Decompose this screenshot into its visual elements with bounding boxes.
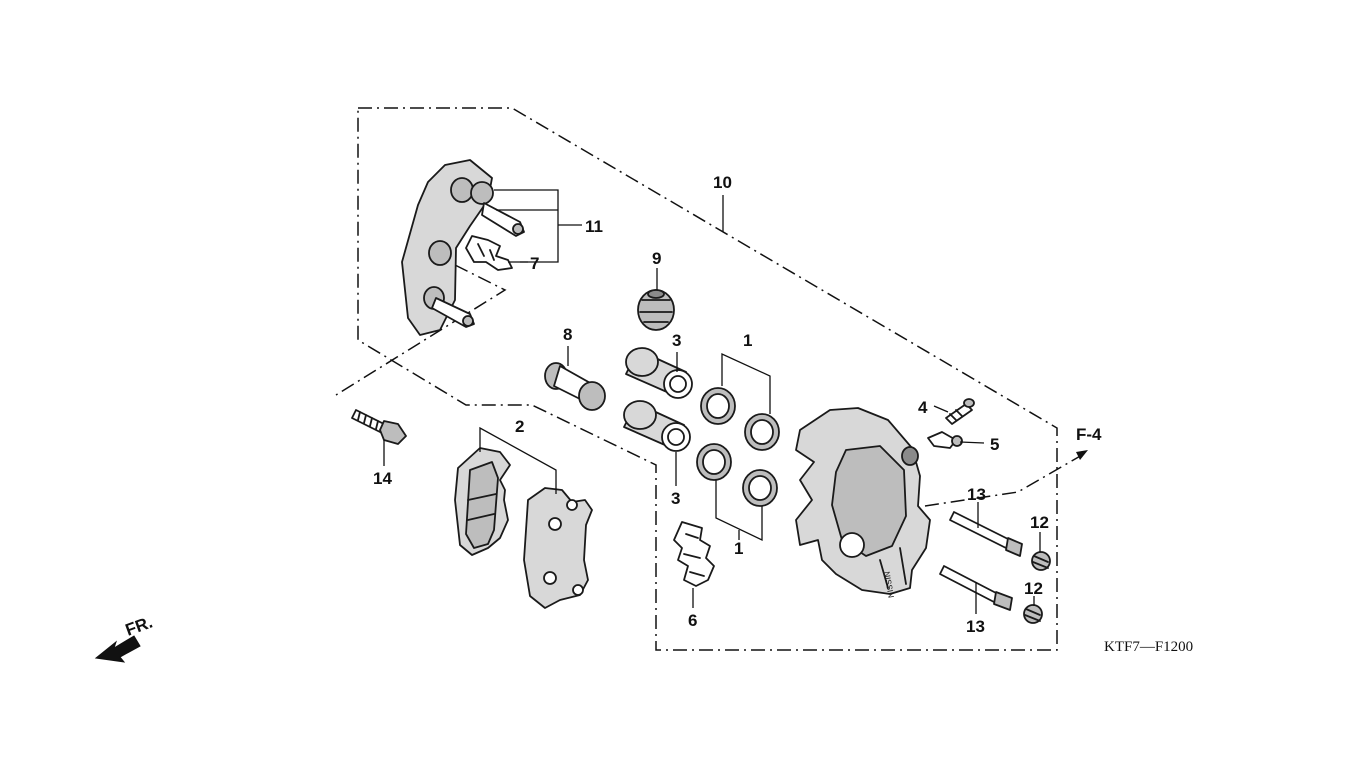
caliper-bracket: [401, 159, 525, 336]
brake-pad-set: [454, 447, 593, 609]
callout-7: 7: [530, 254, 539, 273]
direction-label: FR.: [123, 613, 155, 640]
caliper-pin-bolt: [544, 362, 606, 411]
bleeder-screw: [945, 398, 975, 425]
callout-3-upper: 3: [672, 331, 681, 350]
pad-spring: [673, 521, 715, 587]
reference-label: F-4: [1076, 425, 1102, 444]
callout-13-upper: 13: [967, 485, 986, 504]
callout-11: 11: [585, 217, 603, 236]
callout-14: 14: [373, 469, 392, 488]
plug-lower: [1023, 604, 1043, 624]
callout-4: 4: [918, 398, 928, 417]
callout-1-upper: 1: [743, 331, 752, 350]
bracket-outline: [335, 264, 507, 396]
front-direction-arrow: [94, 635, 141, 663]
bracket-pad-spring: [465, 235, 513, 271]
callout-10: 10: [713, 173, 732, 192]
pin-lower: [939, 565, 1013, 611]
pin-upper: [949, 511, 1023, 557]
piston-lower: [623, 400, 691, 452]
callout-3-lower: 3: [671, 489, 680, 508]
callout-12-upper: 12: [1030, 513, 1049, 532]
bleeder-cap: [927, 431, 963, 449]
flange-bolt: [351, 409, 407, 445]
callout-6: 6: [688, 611, 697, 630]
callout-1-lower: 1: [734, 539, 743, 558]
diagram-code: KTF7—F1200: [1104, 639, 1193, 655]
reference-arrow: [1076, 450, 1088, 460]
callout-13-lower: 13: [966, 617, 985, 636]
callout-2: 2: [515, 417, 524, 436]
assembly-outline: [357, 107, 1058, 651]
callout-12-lower: 12: [1024, 579, 1043, 598]
callout-9: 9: [652, 249, 661, 268]
piston-upper: [625, 347, 693, 399]
piston-seals: [696, 387, 780, 507]
caliper-body: NISSIN: [795, 407, 931, 599]
callout-8: 8: [563, 325, 572, 344]
plug-upper: [1031, 551, 1051, 571]
reference-line: [924, 454, 1083, 507]
callout-5: 5: [990, 435, 999, 454]
pin-boot: [637, 289, 675, 331]
leader-lines: [383, 189, 1041, 614]
